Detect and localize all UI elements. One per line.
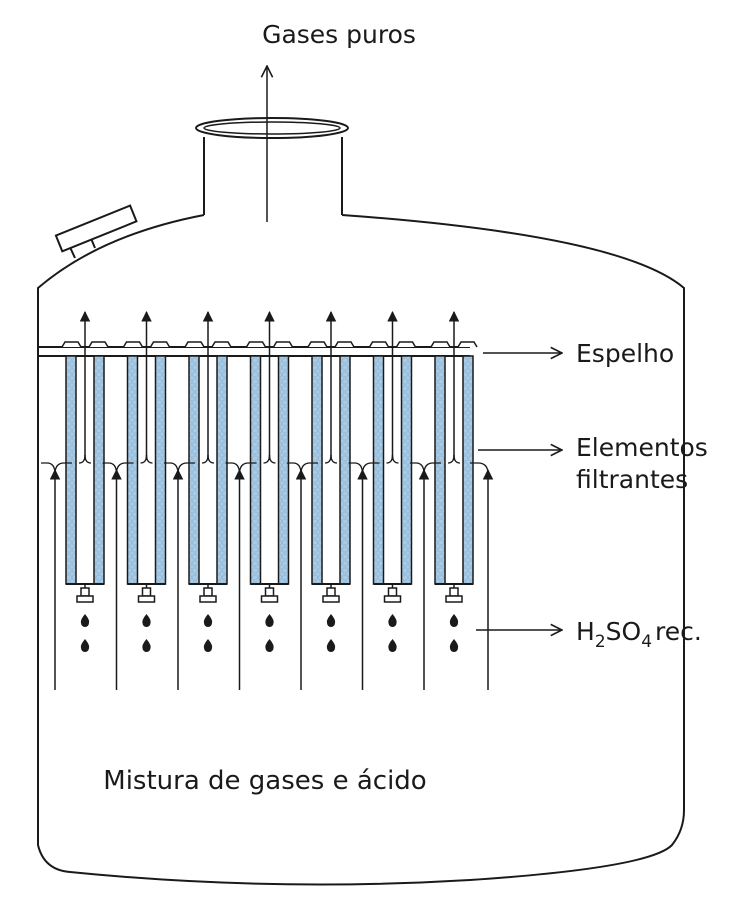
inflow-branch [324,454,332,464]
inflow-branch [453,454,461,464]
sheet-tab [334,341,355,348]
label-espelho: Espelho [576,339,674,368]
drain-body [326,587,336,597]
acid-so: SO [606,617,642,646]
inflow-branch [84,454,92,464]
drain-body [80,587,90,597]
filter-wall-left [311,355,323,585]
inflow-branch [447,454,455,464]
tube-sheet [38,346,470,357]
drain-cap [445,595,463,603]
acid-drop [203,614,213,627]
acid-drop [142,614,151,627]
sheet-tab [88,341,109,348]
sheet-tab [149,341,171,348]
sheet-tab [211,341,232,348]
acid-rec: rec. [655,617,702,646]
drain-body [203,587,213,597]
acid-sub4: 4 [641,632,652,652]
label-gases-puros: Gases puros [262,20,416,49]
filter-wall-right [462,355,474,585]
sheet-tab [184,341,205,348]
inflow-branch [268,454,276,464]
acid-drop [203,639,213,652]
filter-elements [41,310,494,690]
acid-h: H [576,617,595,646]
acid-drop [449,614,459,627]
inflow-branch [330,454,338,464]
filter-wall-right [216,355,228,585]
filter-wall-left [249,355,262,585]
acid-drop [80,614,90,627]
filter-wall-left [126,355,139,585]
filter-wall-left [65,355,77,585]
inflow-branch [207,454,215,464]
acid-drop [80,639,90,652]
inflow-branch [145,454,153,464]
acid-drop [326,614,336,627]
sheet-tab [368,341,390,348]
inflow-branch [201,454,209,464]
acid-drop [388,639,397,652]
drain-cap [76,595,94,603]
inflow-branch [470,462,489,475]
filter-wall-left [434,355,446,585]
acid-drop [388,614,397,627]
filter-wall-left [372,355,385,585]
sheet-tab [457,341,478,348]
drain-body [449,587,459,597]
inflow-branch [140,454,148,464]
inflow-branch [41,462,56,475]
drain-cap [383,595,402,603]
inflow-branch [391,454,399,464]
acid-drop [265,639,274,652]
acid-drop [326,639,336,652]
filter-wall-right [339,355,351,585]
sheet-tab [395,341,417,348]
sheet-tab [430,341,451,348]
sheet-tab [307,341,328,348]
filter-wall-right [277,355,290,585]
inflow-branch [263,454,271,464]
drain-cap [260,595,279,603]
label-mistura: Mistura de gases e ácido [103,766,426,796]
acid-drop [449,639,459,652]
drain-cap [199,595,217,603]
sheet-tab [245,341,267,348]
vessel-outline [37,137,685,886]
label-elementos: Elementos [576,433,708,462]
inflow-branch [78,454,86,464]
filter-wall-right [400,355,413,585]
drain-cap [322,595,340,603]
drain-body [387,587,398,597]
sheet-tab [122,341,144,348]
filter-wall-right [154,355,167,585]
filter-wall-left [188,355,200,585]
acid-sub2: 2 [595,632,606,652]
drain-body [264,587,275,597]
side-port [54,204,138,259]
filter-wall-right [93,355,105,585]
inflow-branch [386,454,394,464]
label-filtrantes: filtrantes [576,465,688,494]
drain-cap [137,595,156,603]
acid-drop [142,639,151,652]
acid-drop [265,614,274,627]
sheet-tab [272,341,294,348]
neck-opening [195,117,349,139]
sheet-tab [61,341,82,348]
drain-body [141,587,152,597]
